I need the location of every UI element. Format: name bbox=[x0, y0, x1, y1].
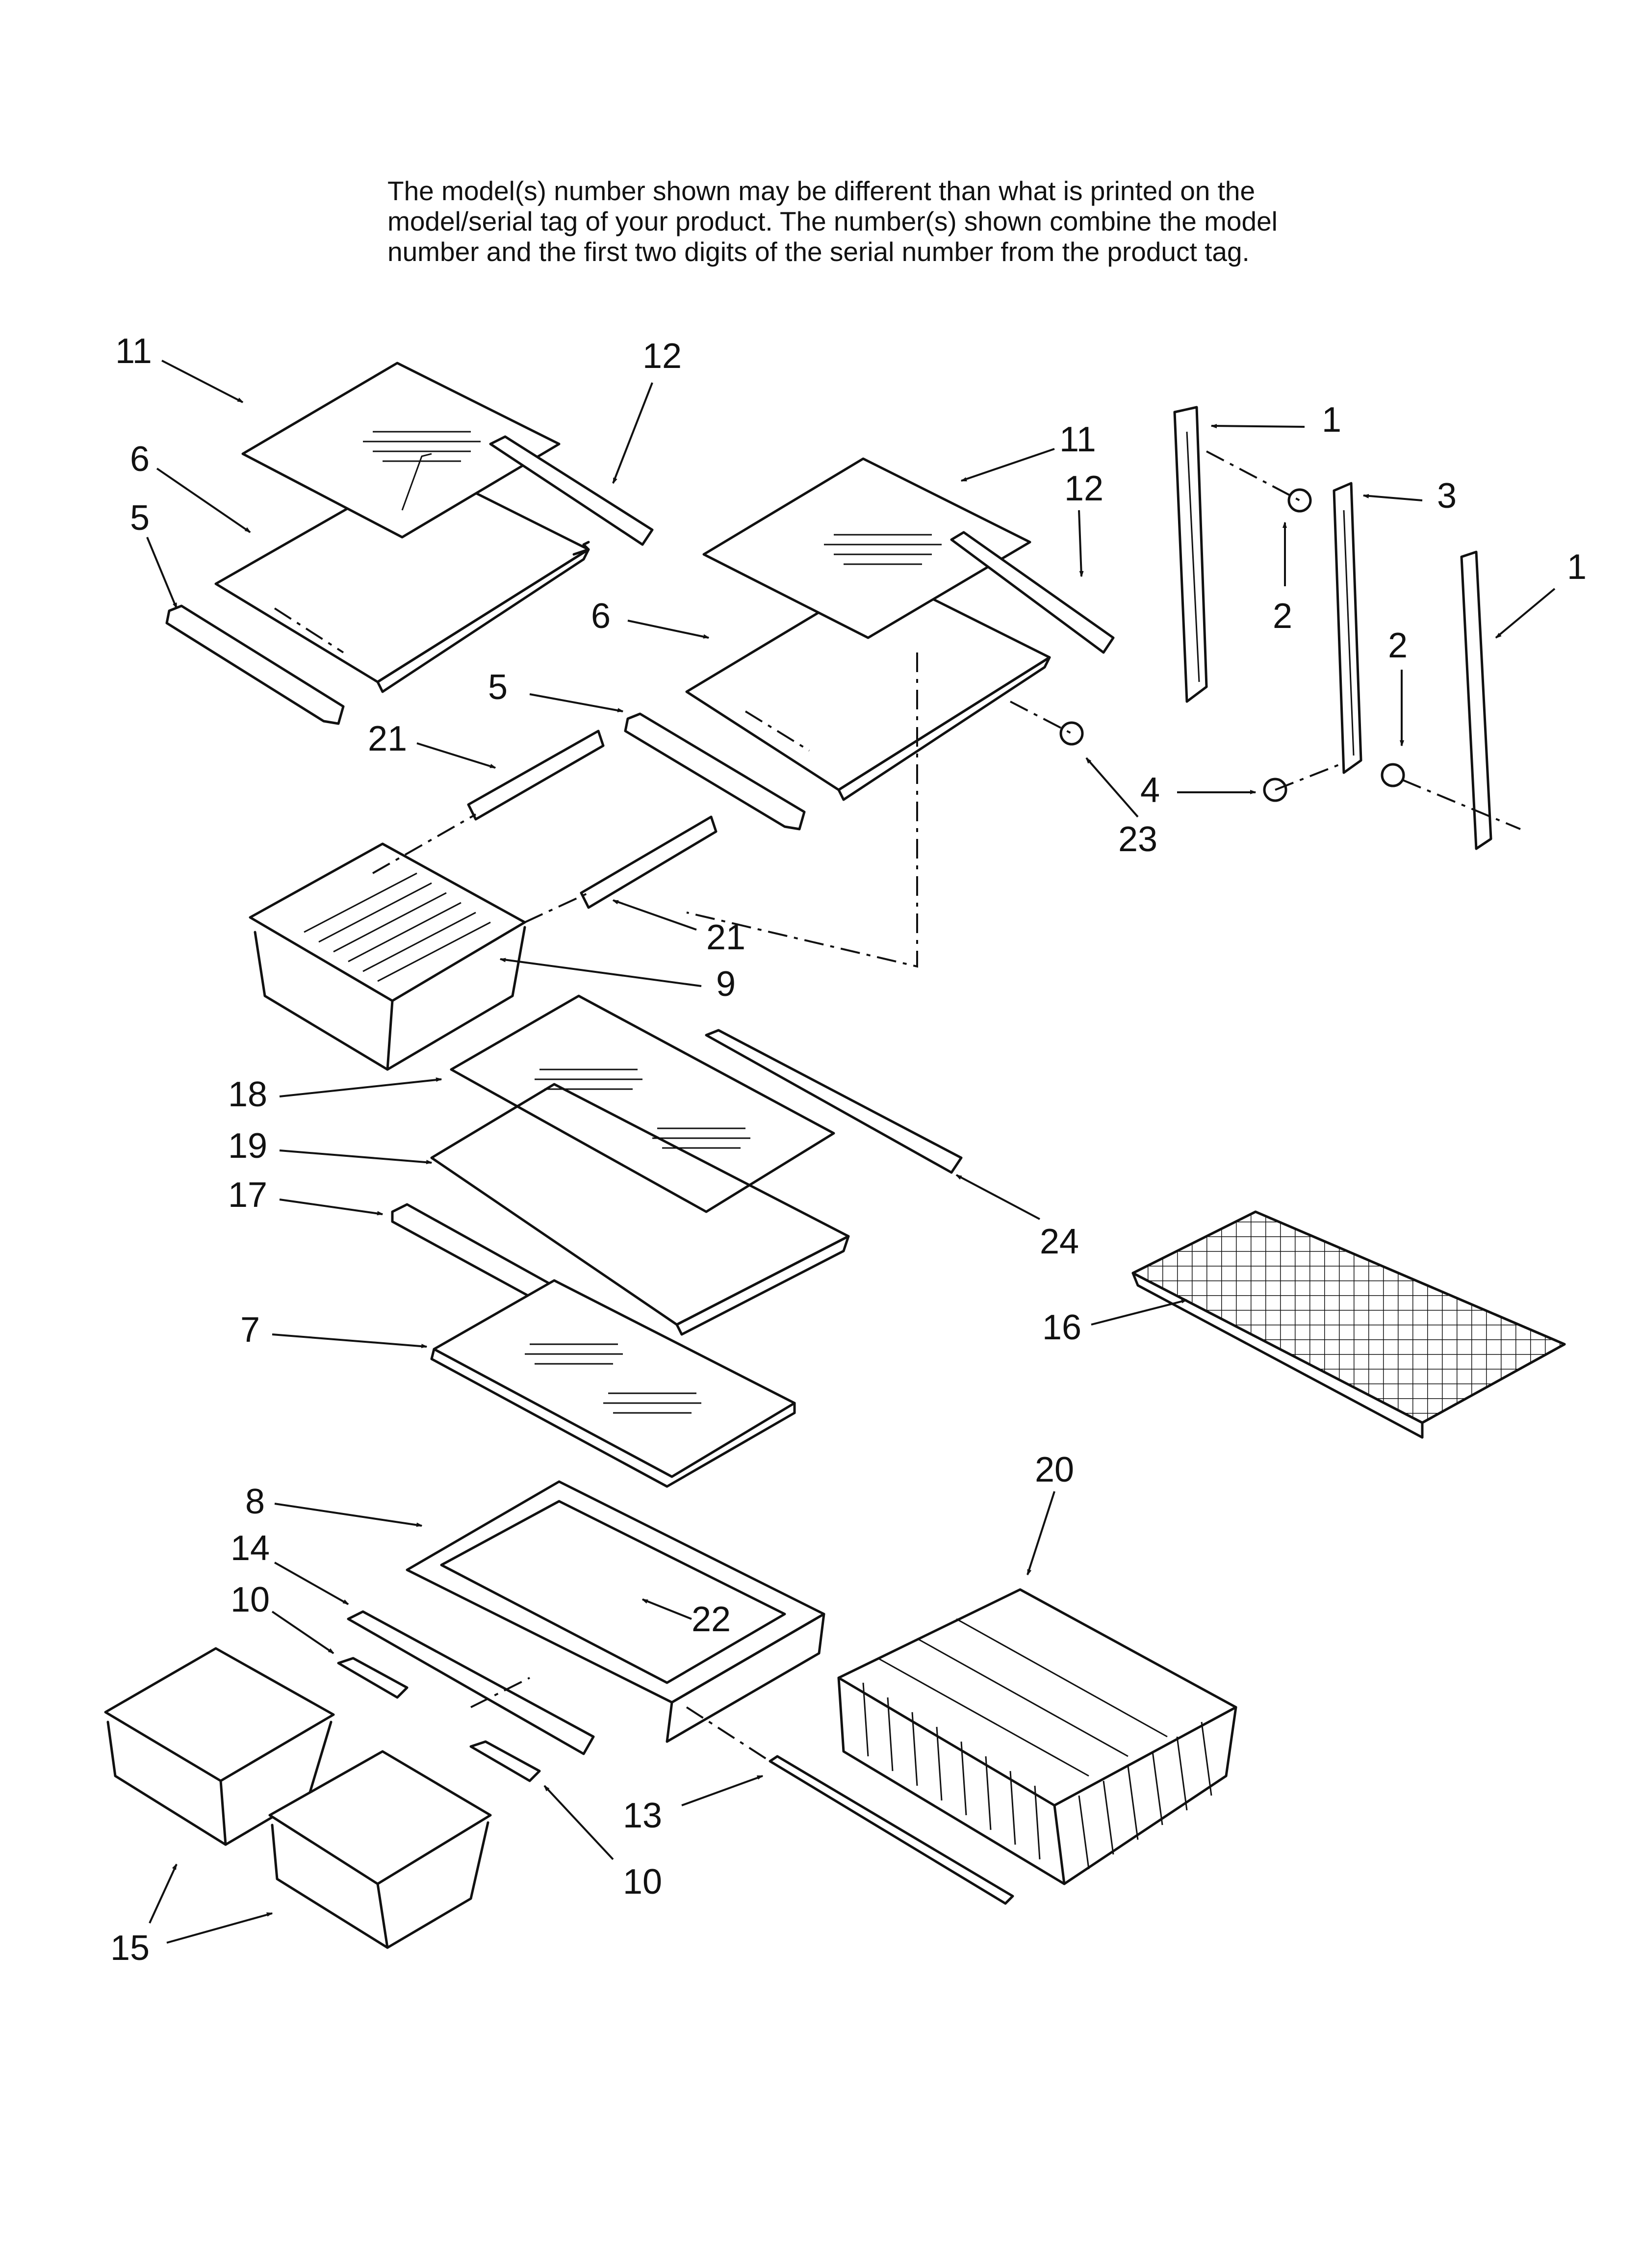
crisper-bin-left bbox=[104, 1647, 335, 1782]
callout-16: 16 bbox=[1042, 1308, 1081, 1347]
notice-line-1: The model(s) number shown may be differe… bbox=[387, 176, 1256, 206]
upper-left-shelf-assembly bbox=[165, 362, 654, 725]
middle-shelf-assembly bbox=[391, 994, 963, 1488]
wire-basket-20 bbox=[837, 1588, 1237, 1885]
callout-15: 15 bbox=[110, 1929, 150, 1968]
callout-11a: 11 bbox=[115, 332, 152, 371]
callout-17: 17 bbox=[228, 1175, 267, 1215]
callout-18: 18 bbox=[228, 1075, 267, 1114]
crisper-bin-right bbox=[268, 1750, 492, 1885]
model-number-notice: The model(s) number shown may be differe… bbox=[387, 176, 1417, 267]
trim-14 bbox=[347, 1610, 595, 1755]
trim-24 bbox=[705, 1029, 963, 1174]
callout-3: 3 bbox=[1437, 476, 1457, 516]
callout-5b: 5 bbox=[488, 668, 508, 707]
callout-2b: 2 bbox=[1388, 626, 1408, 665]
callout-10a: 10 bbox=[231, 1580, 270, 1619]
glass-shelf-18 bbox=[450, 994, 835, 1213]
callout-7: 7 bbox=[240, 1310, 260, 1350]
rail-assembly bbox=[1010, 406, 1521, 850]
callout-13: 13 bbox=[623, 1796, 662, 1835]
slide-rail-left bbox=[467, 730, 605, 821]
callout-11b: 11 bbox=[1059, 420, 1096, 459]
callout-22: 22 bbox=[692, 1600, 731, 1639]
callout-23: 23 bbox=[1118, 820, 1157, 859]
drawer-bin bbox=[249, 842, 526, 1002]
notice-line-2: model/serial tag of your product. The nu… bbox=[387, 206, 1278, 236]
glass-shelf-7 bbox=[433, 1279, 796, 1478]
upper-middle-shelf-assembly bbox=[624, 457, 1115, 831]
callout-24: 24 bbox=[1040, 1222, 1079, 1261]
screw-upper bbox=[1287, 488, 1312, 513]
callout-21a: 21 bbox=[368, 719, 407, 758]
callout-labels: 11 6 5 12 11 12 6 5 21 21 9 1 2 3 1 2 4 … bbox=[110, 332, 1587, 1968]
rail-left bbox=[1173, 406, 1208, 703]
glass-shelf-middle bbox=[702, 457, 1031, 639]
trim-middle bbox=[950, 531, 1115, 654]
callout-8: 8 bbox=[245, 1482, 265, 1521]
crisper-bins-15 bbox=[104, 1647, 492, 1949]
callout-12b: 12 bbox=[1064, 469, 1103, 508]
callout-1b: 1 bbox=[1567, 547, 1587, 587]
drawer-assembly bbox=[249, 652, 918, 1071]
callout-12a: 12 bbox=[642, 337, 682, 376]
clip-10-upper bbox=[337, 1657, 409, 1699]
screw-lower-right bbox=[1381, 763, 1405, 787]
notice-line-3: number and the first two digits of the s… bbox=[387, 236, 1250, 267]
trim-left bbox=[489, 435, 654, 546]
slide-rail-right bbox=[580, 815, 718, 909]
callout-19: 19 bbox=[228, 1126, 267, 1166]
callout-14: 14 bbox=[231, 1529, 270, 1568]
crisper-cover-assembly bbox=[337, 1480, 1014, 1905]
callout-5a: 5 bbox=[130, 498, 150, 538]
callout-4: 4 bbox=[1140, 771, 1160, 810]
callout-6a: 6 bbox=[130, 440, 150, 479]
callout-10b: 10 bbox=[623, 1862, 662, 1902]
glass-shelf-left bbox=[241, 362, 561, 539]
rail-right bbox=[1460, 550, 1492, 850]
callout-2a: 2 bbox=[1273, 597, 1292, 636]
callout-9: 9 bbox=[716, 965, 736, 1004]
screw-23 bbox=[1059, 721, 1084, 746]
callout-20: 20 bbox=[1035, 1450, 1074, 1489]
rail-middle bbox=[1333, 482, 1362, 774]
callout-1a: 1 bbox=[1322, 400, 1341, 440]
callout-6b: 6 bbox=[591, 597, 611, 636]
front-trim-middle bbox=[624, 712, 806, 831]
callout-21b: 21 bbox=[706, 918, 745, 957]
wire-shelf-16 bbox=[1131, 1210, 1566, 1439]
front-trim-left bbox=[165, 604, 345, 725]
clip-10-lower bbox=[469, 1740, 541, 1782]
rod-13 bbox=[769, 1755, 1014, 1905]
